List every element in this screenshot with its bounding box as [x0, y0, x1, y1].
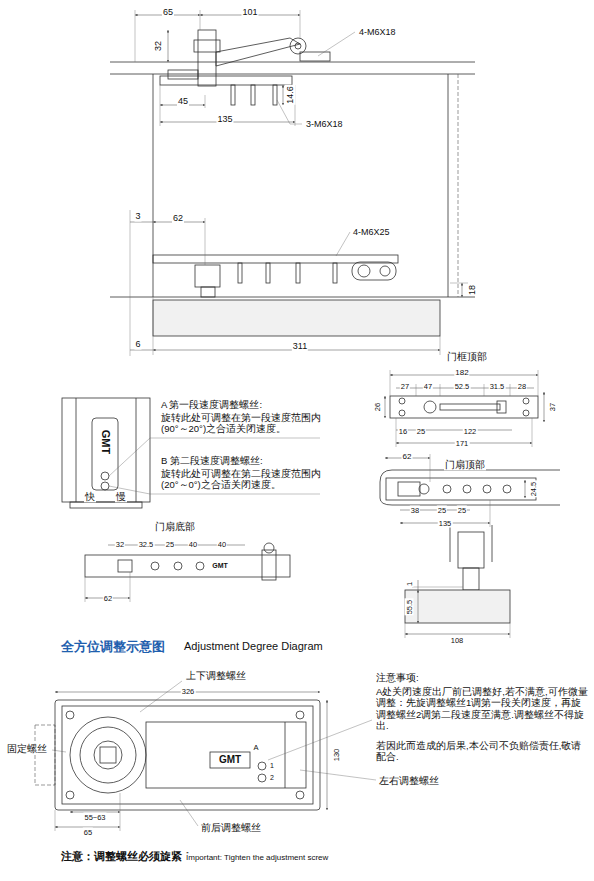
view-heading: 门框顶部 — [446, 351, 488, 362]
view-heading: 门扇底部 — [154, 521, 196, 532]
annotation-text: 3-M6X18 — [305, 119, 344, 130]
dimension-value: 32 — [153, 40, 164, 52]
dimension-value: 65 — [162, 7, 174, 18]
dimension-value: 1 — [405, 581, 414, 587]
annotation-text: 旋转此处可调整在第一段速度范围内(90°～20°)之合适关闭速度。 — [160, 412, 322, 435]
dimension-value: 27 — [400, 382, 410, 391]
dimension-value: 52.5 — [454, 382, 471, 391]
callout-letter: A — [252, 743, 259, 752]
title-english: Adjustment Degree Diagram — [183, 640, 324, 653]
dimension-value: 130 — [332, 748, 341, 763]
annotation-text: 注意事项: — [375, 672, 420, 683]
brand-mark: GMT — [218, 754, 242, 766]
annotation-text: 慢 — [115, 491, 127, 502]
annotation-text: 4-M6X25 — [352, 227, 391, 238]
dimension-value: 135 — [438, 519, 453, 528]
dimension-value: 18 — [467, 284, 478, 296]
warning-text: 注意：调整螺丝必须旋紧！ — [60, 850, 194, 863]
dimension-value: 55.5 — [405, 599, 414, 616]
dimension-value: 32.5 — [138, 540, 155, 549]
annotation-text: 4-M6X18 — [358, 27, 397, 38]
dimension-value: 31.5 — [489, 382, 506, 391]
annotation-text: 固定螺丝 — [6, 743, 48, 754]
dimension-value: 65 — [83, 828, 93, 837]
dimension-value: 135 — [216, 114, 233, 125]
dimension-value: 25 — [416, 427, 426, 436]
callout-number: 2 — [269, 774, 275, 782]
dimension-value: 24.5 — [529, 481, 538, 498]
annotation-text: 左右调整螺丝 — [378, 775, 440, 786]
dimension-value: 101 — [241, 7, 258, 18]
annotation-text: 快 — [84, 491, 96, 502]
annotation-text: 前后调整螺丝 — [200, 822, 262, 833]
dimension-value: 40 — [217, 540, 227, 549]
dimension-value: 25 — [457, 506, 467, 515]
annotation-text: B 第二段速度调整螺丝: — [160, 455, 264, 466]
callout-number: 1 — [269, 762, 275, 770]
dimension-value: 122 — [463, 427, 478, 436]
dimension-value: 14.6 — [285, 85, 296, 105]
dimension-value: 32 — [115, 540, 125, 549]
dimension-value: 47 — [423, 382, 433, 391]
annotation-text: 上下调整螺丝 — [185, 670, 247, 681]
note-text: A处关闭速度出厂前已调整好,若不满意,可作微量调整：先旋调整螺丝1调第一段关闭速… — [375, 686, 589, 732]
dimension-value: 311 — [292, 341, 308, 352]
view-heading: 门扇顶部 — [444, 459, 486, 470]
dimension-value: 182 — [454, 368, 469, 378]
annotation-text: 旋转此处可调整在第二段速度范围内(20°～0°)之合适关闭速度。 — [160, 468, 322, 491]
dimension-value: 62 — [103, 594, 113, 603]
dimension-value: 25 — [437, 506, 447, 515]
dimension-value: 326 — [181, 687, 196, 696]
annotation-text: A 第一段速度调整螺丝: — [160, 399, 263, 410]
dimension-value: 6 — [134, 339, 141, 350]
note-text: 若因此而造成的后果,本公司不负赔偿责任,敬请配合. — [375, 740, 589, 763]
warning-text: Important: Tighten the adjustment screw — [185, 853, 329, 863]
section-title: 全方位调整示意图 — [60, 639, 166, 655]
brand-mark: GMT — [98, 429, 111, 455]
dimension-value: 26 — [373, 402, 382, 412]
dimension-value: 55~63 — [83, 813, 106, 822]
dimension-value: 40 — [188, 540, 198, 549]
dimension-value: 16 — [398, 427, 408, 436]
dimension-value: 108 — [450, 636, 465, 645]
dimension-value: 171 — [455, 439, 470, 448]
dimension-value: 28 — [517, 382, 527, 391]
dimension-value: 45 — [177, 96, 189, 107]
dimension-value: 37 — [548, 402, 557, 412]
dimension-value: 62 — [172, 213, 184, 224]
dimension-value: 62 — [402, 452, 413, 462]
brand-mark: GMT — [211, 562, 229, 570]
dimension-value: 3 — [134, 211, 141, 222]
dimension-value: 38 — [410, 506, 420, 515]
dimension-value: 25 — [165, 540, 175, 549]
